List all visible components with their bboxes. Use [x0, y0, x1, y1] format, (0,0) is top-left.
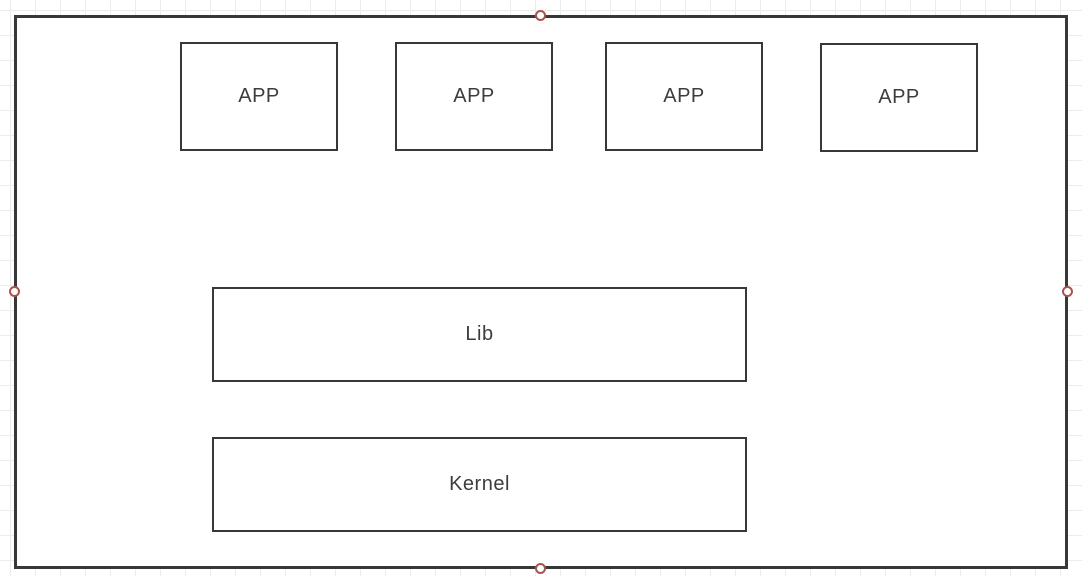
connection-handle-left-icon[interactable] — [9, 286, 20, 297]
kernel-box[interactable]: Kernel — [212, 437, 747, 532]
connection-handle-bottom-icon[interactable] — [535, 563, 546, 574]
lib-box-label: Lib — [465, 323, 494, 345]
app-box-1[interactable]: APP — [180, 42, 338, 151]
connection-handle-right-icon[interactable] — [1062, 286, 1073, 297]
app-box-1-label: APP — [238, 85, 280, 107]
app-box-4-label: APP — [878, 86, 920, 108]
kernel-box-label: Kernel — [449, 473, 510, 495]
app-box-4[interactable]: APP — [820, 43, 978, 152]
container-shape[interactable]: APP APP APP APP Lib Kernel — [14, 15, 1068, 569]
app-box-3-label: APP — [663, 85, 705, 107]
app-box-3[interactable]: APP — [605, 42, 763, 151]
lib-box[interactable]: Lib — [212, 287, 747, 382]
app-box-2-label: APP — [453, 85, 495, 107]
app-box-2[interactable]: APP — [395, 42, 553, 151]
connection-handle-top-icon[interactable] — [535, 10, 546, 21]
